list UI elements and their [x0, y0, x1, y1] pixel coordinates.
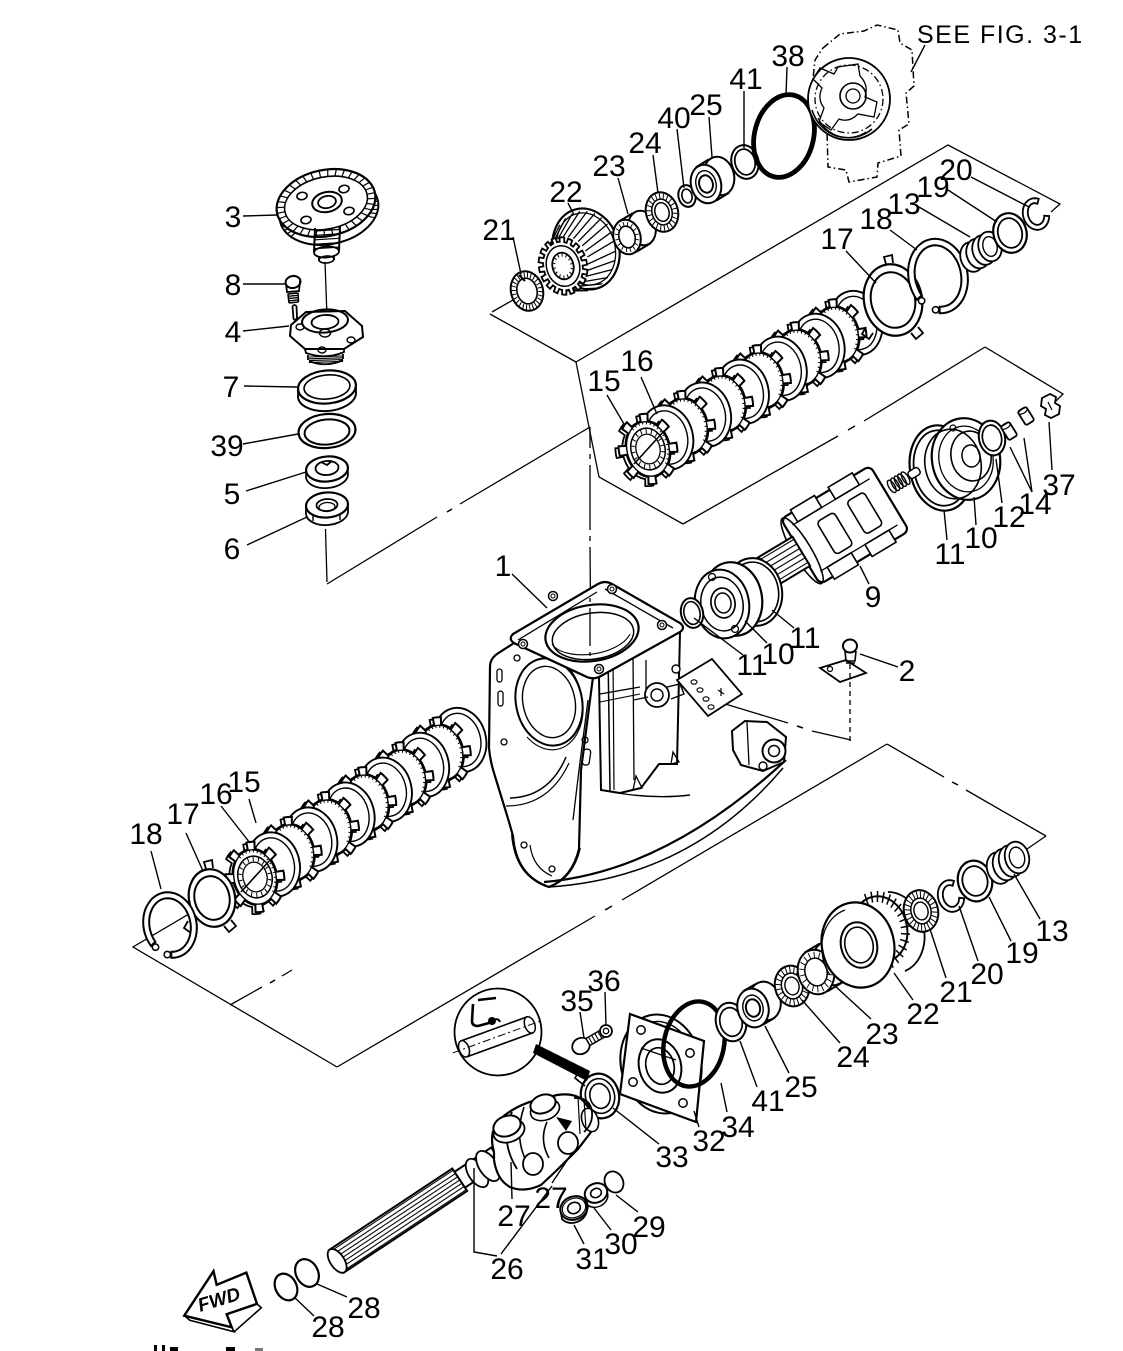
svg-text:30: 30 — [604, 1228, 637, 1261]
svg-text:11: 11 — [736, 649, 767, 682]
svg-text:24: 24 — [628, 127, 661, 160]
svg-text:9: 9 — [865, 581, 882, 614]
svg-text:41: 41 — [729, 63, 762, 96]
svg-text:32: 32 — [692, 1125, 725, 1158]
svg-text:25: 25 — [689, 89, 722, 122]
svg-text:16: 16 — [620, 345, 653, 378]
svg-text:40: 40 — [657, 102, 690, 135]
svg-text:37: 37 — [1042, 469, 1075, 502]
svg-text:SEE FIG. 3-1: SEE FIG. 3-1 — [917, 21, 1084, 49]
svg-text:10: 10 — [964, 522, 997, 555]
svg-text:12: 12 — [992, 501, 1025, 534]
svg-text:22: 22 — [549, 176, 582, 209]
svg-text:20: 20 — [970, 958, 1003, 991]
svg-text:3: 3 — [225, 201, 242, 234]
svg-text:41: 41 — [751, 1085, 784, 1118]
svg-text:31: 31 — [575, 1243, 608, 1276]
svg-text:22: 22 — [906, 998, 939, 1031]
svg-text:18: 18 — [129, 818, 162, 851]
svg-text:19: 19 — [1005, 937, 1038, 970]
svg-text:34: 34 — [721, 1111, 754, 1144]
svg-text:17: 17 — [820, 223, 853, 256]
svg-text:1: 1 — [495, 550, 512, 583]
svg-text:19: 19 — [916, 171, 949, 204]
svg-text:15: 15 — [587, 365, 620, 398]
svg-text:21: 21 — [482, 214, 515, 247]
svg-text:5: 5 — [224, 478, 241, 511]
svg-text:27: 27 — [534, 1182, 567, 1215]
svg-text:2: 2 — [899, 655, 916, 688]
svg-text:33: 33 — [655, 1141, 688, 1174]
svg-text:28: 28 — [347, 1292, 380, 1325]
svg-text:36: 36 — [587, 965, 620, 998]
svg-text:17: 17 — [166, 798, 199, 831]
svg-text:13: 13 — [1035, 915, 1068, 948]
svg-text:4: 4 — [225, 316, 242, 349]
svg-text:38: 38 — [771, 40, 804, 73]
svg-text:28: 28 — [311, 1311, 344, 1344]
svg-text:11: 11 — [934, 538, 965, 571]
svg-text:21: 21 — [939, 976, 972, 1009]
svg-text:23: 23 — [592, 150, 625, 183]
svg-text:39: 39 — [210, 430, 243, 463]
svg-text:11: 11 — [789, 622, 820, 655]
svg-text:27: 27 — [497, 1200, 530, 1233]
svg-text:35: 35 — [560, 985, 593, 1018]
svg-text:20: 20 — [939, 154, 972, 187]
svg-text:7: 7 — [223, 371, 240, 404]
svg-text:14: 14 — [1018, 488, 1051, 521]
svg-text:29: 29 — [632, 1211, 665, 1244]
svg-text:6: 6 — [224, 533, 241, 566]
svg-text:25: 25 — [784, 1071, 817, 1104]
svg-text:26: 26 — [490, 1253, 523, 1286]
svg-text:8: 8 — [225, 269, 242, 302]
svg-text:15: 15 — [227, 766, 260, 799]
svg-text:13: 13 — [887, 188, 920, 221]
svg-text:18: 18 — [859, 203, 892, 236]
svg-text:24: 24 — [836, 1041, 869, 1074]
svg-text:23: 23 — [865, 1018, 898, 1051]
svg-text:16: 16 — [199, 778, 232, 811]
svg-text:10: 10 — [761, 638, 794, 671]
